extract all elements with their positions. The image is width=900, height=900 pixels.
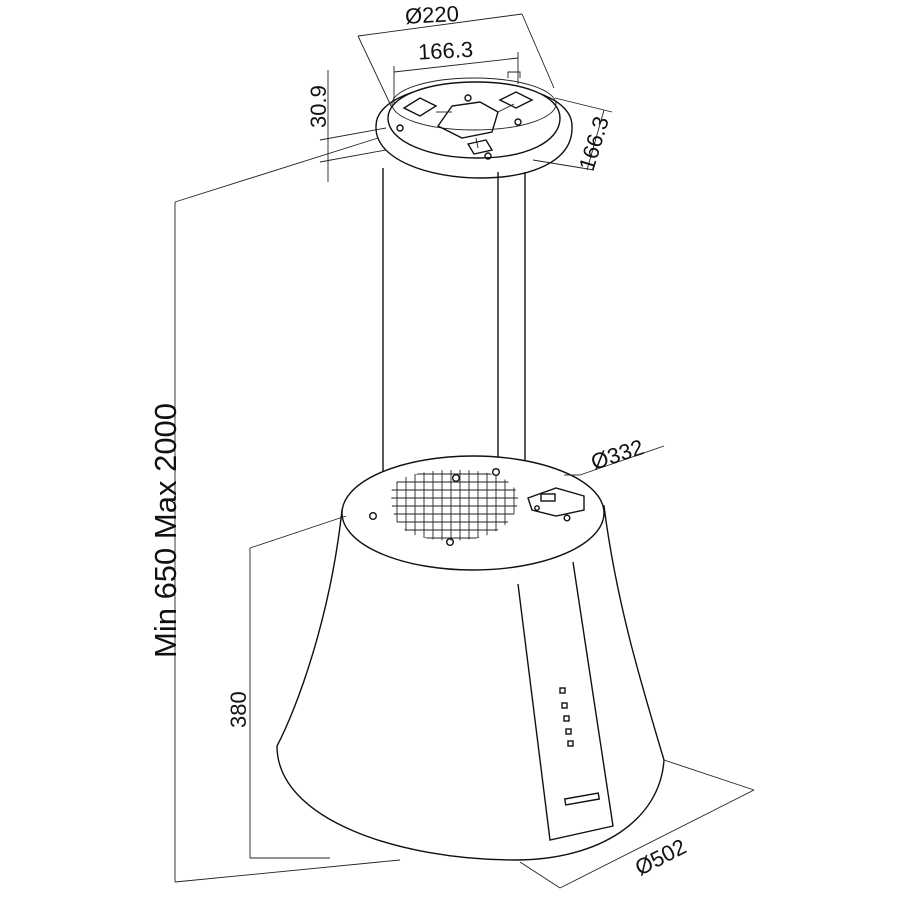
dim-body-height: 380 bbox=[226, 691, 251, 728]
dim-total-height: Min 650 Max 2000 bbox=[148, 403, 183, 658]
dim-ceiling-plate-diameter: Ø220 bbox=[404, 1, 459, 29]
dim-bottom-diameter: Ø502 bbox=[631, 834, 690, 881]
dim-plate-width-top: 166.3 bbox=[417, 37, 473, 65]
hood-body bbox=[276, 455, 665, 861]
dim-top-diameter: Ø332 bbox=[588, 434, 647, 474]
dim-plate-width-side: 166.3 bbox=[574, 113, 614, 173]
dim-plate-height: 30.9 bbox=[306, 85, 331, 128]
ceiling-plate bbox=[375, 71, 573, 179]
dimension-lines bbox=[174, 13, 755, 889]
